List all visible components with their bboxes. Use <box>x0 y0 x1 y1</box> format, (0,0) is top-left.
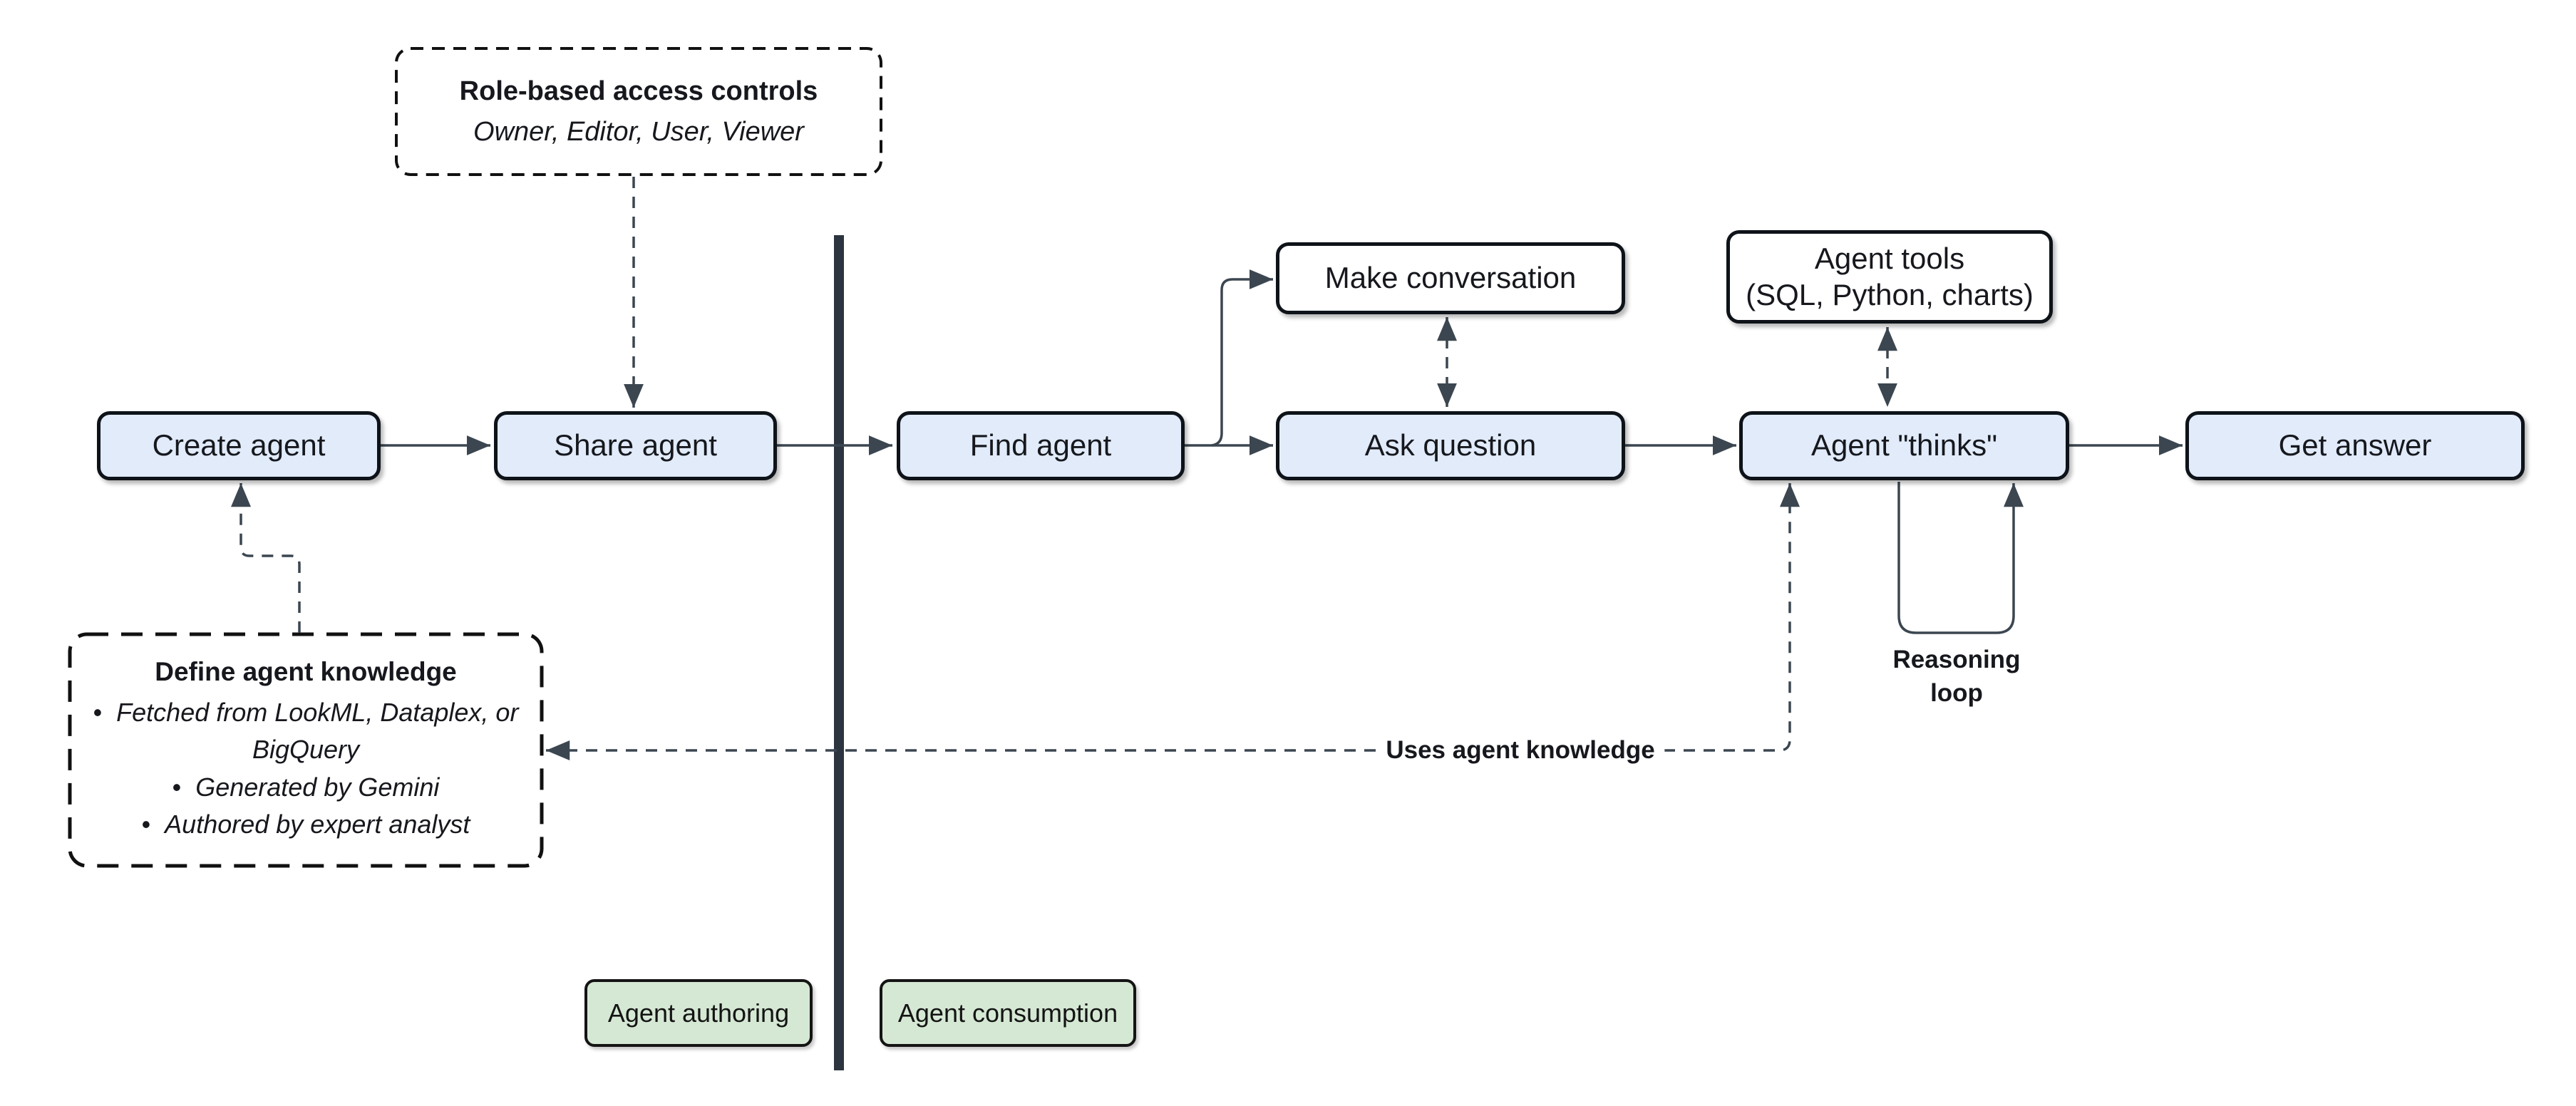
tag-agent-consumption: Agent consumption <box>880 979 1136 1047</box>
node-agent-thinks: Agent "thinks" <box>1739 411 2069 480</box>
node-agent-tools-line1: Agent tools <box>1814 242 1965 276</box>
reasoning-loop-label: Reasoning loop <box>1892 646 2021 708</box>
note-knowledge-bullet-list: Fetched from LookML, Dataplex, or BigQue… <box>92 694 520 843</box>
connector-uses-agent-knowledge <box>546 483 1800 760</box>
node-make-conversation-label: Make conversation <box>1324 261 1577 295</box>
uses-agent-knowledge-label: Uses agent knowledge <box>1376 735 1665 766</box>
connector-reasoning-loop <box>1897 482 2024 634</box>
note-knowledge-title: Define agent knowledge <box>155 657 457 687</box>
swimlane-divider <box>834 235 844 1070</box>
access-note-border <box>395 47 882 176</box>
node-find-agent: Find agent <box>897 411 1185 480</box>
tag-agent-authoring: Agent authoring <box>584 979 813 1047</box>
connector-find-to-make-conversation <box>1211 269 1273 447</box>
node-agent-thinks-label: Agent "thinks" <box>1811 428 1997 462</box>
node-share-agent-label: Share agent <box>554 428 717 462</box>
note-access-roles: Owner, Editor, User, Viewer <box>473 116 804 147</box>
node-create-agent-label: Create agent <box>152 428 326 462</box>
node-agent-tools: Agent tools (SQL, Python, charts) <box>1726 230 2053 324</box>
node-get-answer-label: Get answer <box>2278 428 2432 462</box>
node-find-agent-label: Find agent <box>969 428 1112 462</box>
node-share-agent: Share agent <box>494 411 777 480</box>
knowledge-bullet: Fetched from LookML, Dataplex, or BigQue… <box>92 694 520 768</box>
node-ask-question: Ask question <box>1276 411 1625 480</box>
node-agent-tools-line2: (SQL, Python, charts) <box>1746 277 2034 311</box>
knowledge-bullet: Authored by expert analyst <box>92 806 520 843</box>
tag-agent-authoring-label: Agent authoring <box>607 998 790 1028</box>
node-ask-question-label: Ask question <box>1364 428 1537 462</box>
node-get-answer: Get answer <box>2185 411 2525 480</box>
tag-agent-consumption-label: Agent consumption <box>897 998 1118 1028</box>
node-make-conversation: Make conversation <box>1276 242 1625 314</box>
knowledge-bullet: Generated by Gemini <box>92 769 520 806</box>
node-create-agent: Create agent <box>97 411 381 480</box>
note-define-agent-knowledge: Define agent knowledge Fetched from Look… <box>70 634 542 866</box>
note-access-title: Role-based access controls <box>459 76 818 106</box>
note-role-based-access: Role-based access controls Owner, Editor… <box>396 48 881 175</box>
connector-knowledge-to-create <box>231 483 301 633</box>
